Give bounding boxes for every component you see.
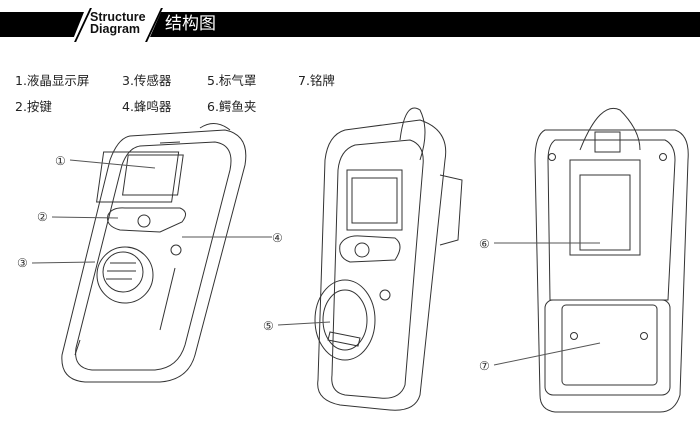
callout-sensor: ③ bbox=[17, 256, 28, 270]
legend-item-nameplate: 7.铭牌 bbox=[298, 73, 335, 88]
callout-buttons: ② bbox=[37, 210, 48, 224]
legend-item-clip: 6.鳄鱼夹 bbox=[207, 99, 257, 114]
callout-gas-cap: ⑤ bbox=[263, 319, 274, 333]
device-back-view bbox=[534, 108, 689, 413]
callout-line-7 bbox=[493, 342, 601, 366]
title-en-line1: Structure bbox=[90, 10, 146, 24]
title-en-line2: Diagram bbox=[90, 22, 141, 36]
title-chinese: 结构图 bbox=[165, 14, 216, 34]
callout-line-3 bbox=[31, 261, 96, 264]
callout-line-5 bbox=[277, 321, 331, 326]
device-front-view bbox=[61, 123, 247, 383]
legend-item-lcd: 1.液晶显示屏 bbox=[15, 73, 90, 88]
legend-item-gas-cap: 5.标气罩 bbox=[207, 73, 257, 88]
header-bar-right bbox=[150, 12, 700, 37]
legend-item-sensor: 3.传感器 bbox=[122, 73, 172, 88]
callout-lcd: ① bbox=[55, 154, 66, 168]
legend-item-buzzer: 4.蜂鸣器 bbox=[122, 99, 172, 114]
callout-line-2 bbox=[51, 216, 119, 219]
title-english: Structure Diagram bbox=[90, 10, 146, 36]
callout-line-1 bbox=[69, 159, 156, 169]
device-side-view bbox=[314, 107, 463, 411]
callout-nameplate: ⑦ bbox=[479, 359, 490, 373]
callout-clip: ⑥ bbox=[479, 237, 490, 251]
legend-item-buttons: 2.按键 bbox=[15, 99, 52, 114]
header-bar-left bbox=[0, 12, 84, 37]
callout-buzzer: ④ bbox=[272, 231, 283, 245]
